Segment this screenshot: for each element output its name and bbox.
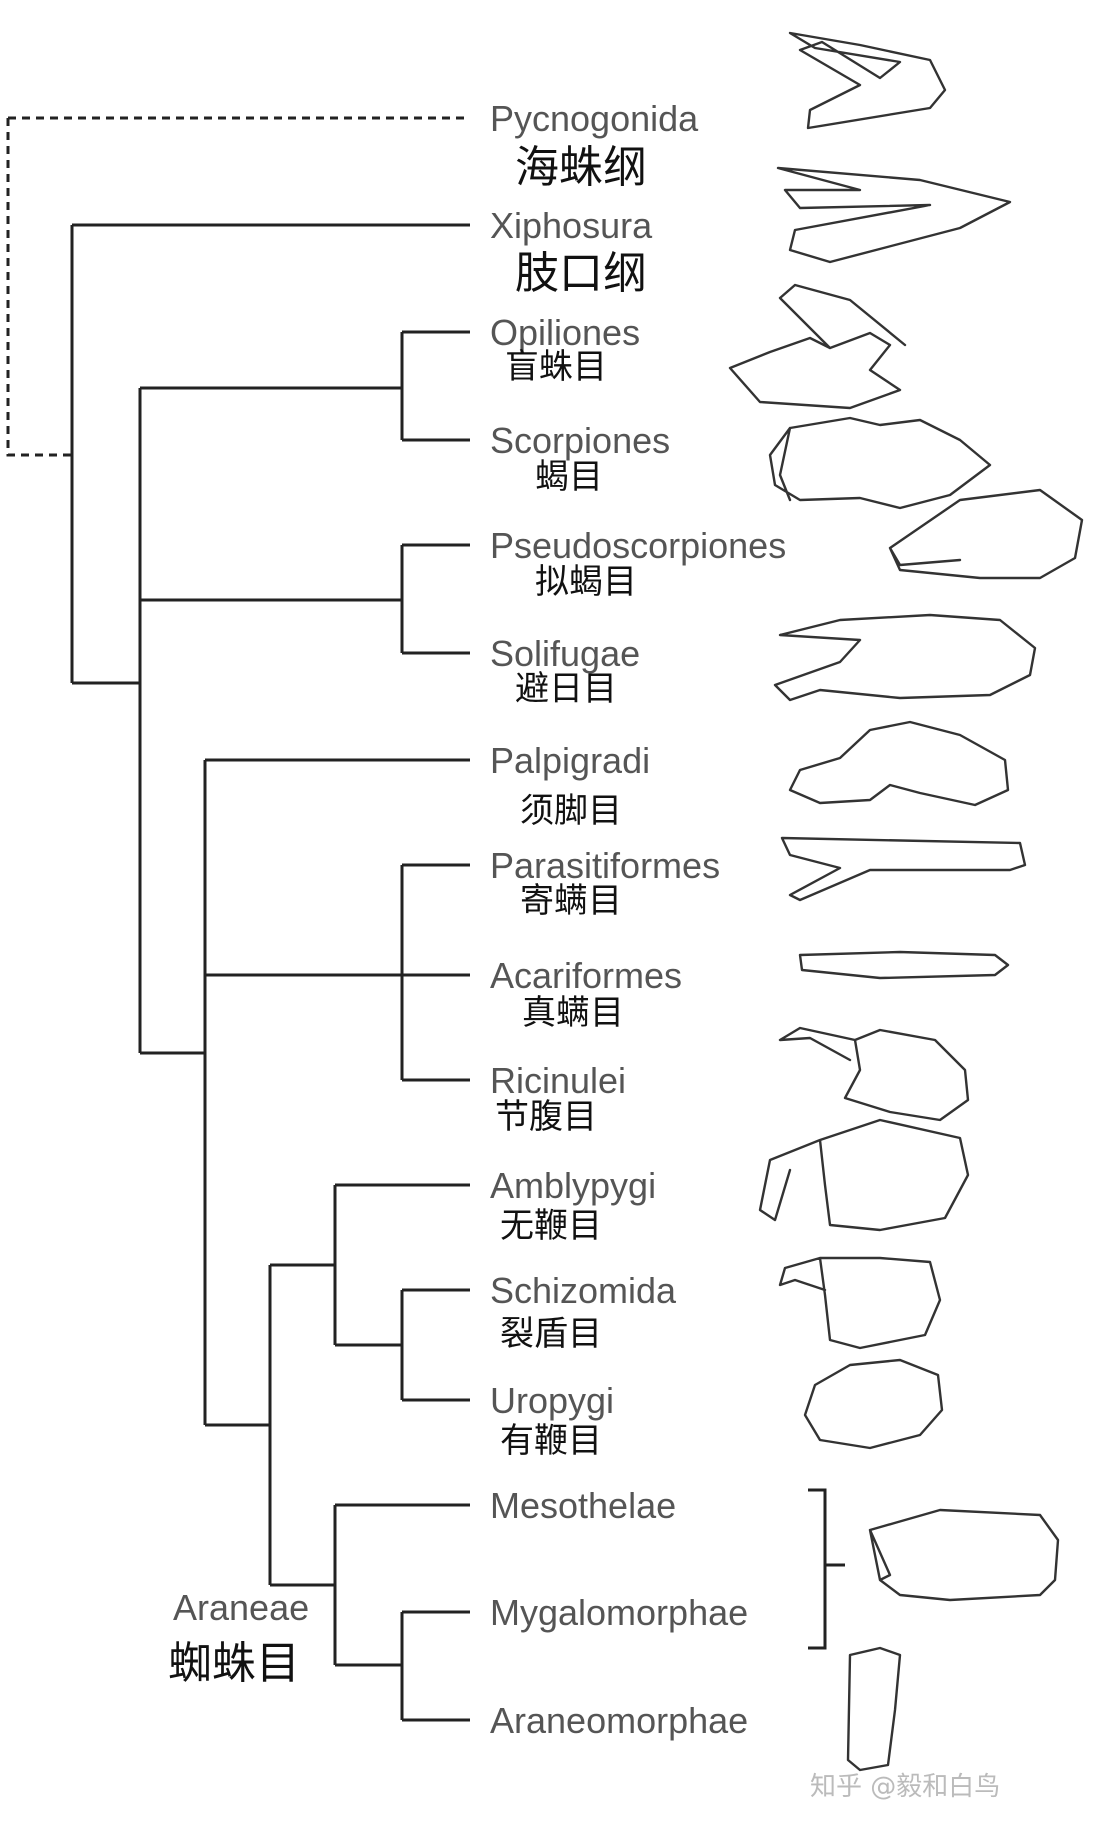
- label-latin-mygalomorphae: Mygalomorphae: [490, 1592, 748, 1633]
- chelicera-amblypygi-drawing: [758, 1118, 970, 1232]
- label-zh-uropygi: 有鞭目: [500, 1421, 602, 1461]
- label-zh-pseudoscorpiones: 拟蝎目: [535, 562, 637, 602]
- label-latin-pycnogonida: Pycnogonida: [490, 98, 699, 139]
- label-latin-schizomida: Schizomida: [490, 1270, 677, 1311]
- branch-tetrapulmonata: [268, 1263, 335, 1587]
- taxon-latin-labels: Pycnogonida Xiphosura Opiliones Scorpion…: [490, 98, 786, 1741]
- branch-acari-ricinulei: [400, 863, 470, 1082]
- chelicera-xiphosura-drawing: [776, 166, 1012, 264]
- chelicera-parasitiformes-drawing: [780, 836, 1027, 902]
- chelicera-scorpiones-drawing: [768, 416, 992, 510]
- chelicera-araneomorphae-drawing: [846, 1646, 902, 1772]
- chelicera-illustrations: [728, 31, 1084, 1772]
- taxon-chinese-labels: 海蛛纲 肢口纲 盲蛛目 蝎目 拟蝎目 避日目 须脚目 寄螨目 真螨目 节腹目 无…: [495, 142, 647, 1461]
- label-zh-pycnogonida: 海蛛纲: [515, 142, 647, 193]
- cladogram-tree: [6, 116, 470, 1722]
- label-zh-opiliones: 盲蛛目: [505, 347, 607, 387]
- branch-palpigradi-node: [203, 758, 470, 1427]
- label-zh-xiphosura: 肢口纲: [515, 248, 647, 299]
- label-latin-ricinulei: Ricinulei: [490, 1060, 626, 1101]
- branch-opiliones-scorpiones: [400, 330, 470, 442]
- label-zh-acariformes: 真螨目: [522, 993, 624, 1033]
- label-latin-parasitiformes: Parasitiformes: [490, 845, 720, 886]
- chelicera-opiliones-drawing: [728, 283, 907, 410]
- chelicera-mesothelae-mygalomorphae-drawing: [868, 1508, 1060, 1602]
- branch-pedipalpi: [333, 1183, 470, 1347]
- label-latin-solifugae: Solifugae: [490, 633, 640, 674]
- label-latin-palpigradi: Palpigradi: [490, 740, 650, 781]
- label-latin-pseudoscorpiones: Pseudoscorpiones: [490, 525, 786, 566]
- chelicera-pycnogonida-drawing: [788, 31, 947, 130]
- branch-opisthothelae: [400, 1610, 470, 1722]
- chelicera-acariformes-drawing: [798, 950, 1010, 980]
- label-latin-opiliones: Opiliones: [490, 312, 640, 353]
- branch-arachnida: [138, 386, 402, 1055]
- branch-araneae: [333, 1503, 470, 1667]
- label-latin-amblypygi: Amblypygi: [490, 1165, 656, 1206]
- label-latin-xiphosura: Xiphosura: [490, 205, 653, 246]
- label-zh-schizomida: 裂盾目: [500, 1314, 602, 1354]
- label-latin-scorpiones: Scorpiones: [490, 420, 670, 461]
- clade-label-araneae-zh: 蜘蛛目: [168, 1638, 300, 1689]
- chelicera-schizomida-drawing: [778, 1256, 942, 1350]
- branch-schizomida-uropygi: [400, 1288, 470, 1402]
- clade-label-araneae: Araneae: [173, 1587, 309, 1628]
- chelicera-palpigradi-drawing: [788, 720, 1010, 807]
- label-latin-acariformes: Acariformes: [490, 955, 682, 996]
- chelicera-uropygi-drawing: [803, 1358, 944, 1450]
- label-zh-palpigradi: 须脚目: [520, 791, 622, 831]
- label-zh-scorpiones: 蝎目: [535, 457, 603, 497]
- branch-pycnogonida: [6, 116, 470, 457]
- label-zh-ricinulei: 节腹目: [495, 1097, 597, 1137]
- label-latin-mesothelae: Mesothelae: [490, 1485, 676, 1526]
- label-latin-araneomorphae: Araneomorphae: [490, 1700, 748, 1741]
- label-zh-parasitiformes: 寄螨目: [520, 881, 622, 921]
- branch-root: [70, 223, 470, 685]
- chelicera-solifugae-drawing: [773, 613, 1037, 702]
- spider-bracket: [808, 1488, 845, 1650]
- chelicera-ricinulei-drawing: [778, 1026, 970, 1122]
- label-zh-solifugae: 避日目: [515, 669, 617, 709]
- label-latin-uropygi: Uropygi: [490, 1380, 614, 1421]
- label-zh-amblypygi: 无鞭目: [500, 1206, 602, 1246]
- chelicera-pseudoscorpiones-drawing: [888, 488, 1084, 580]
- branch-pseudo-solifugae: [400, 543, 470, 655]
- watermark: 知乎 @毅和白鸟: [810, 1772, 1000, 1802]
